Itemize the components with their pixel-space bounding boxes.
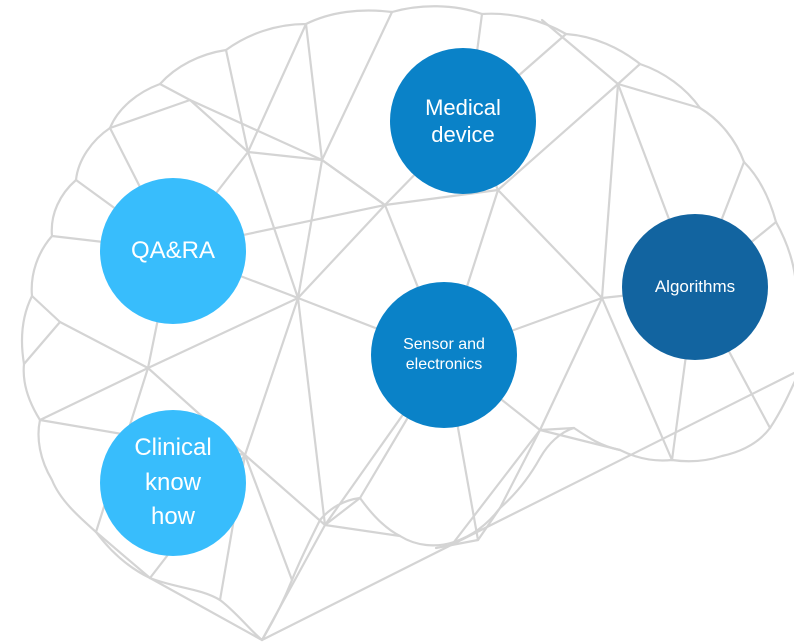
node-qa-ra: QA&RA (100, 178, 246, 324)
node-label-algorithms: Algorithms (654, 277, 736, 297)
node-medical-device: Medical device (390, 48, 536, 194)
node-label-clinical-know-how: Clinical know how (134, 433, 212, 531)
node-clinical-know-how: Clinical know how (100, 410, 246, 556)
node-sensor-electronics: Sensor and electronics (371, 282, 517, 428)
node-algorithms: Algorithms (622, 214, 768, 360)
node-label-medical-device: Medical device (425, 94, 501, 148)
node-label-sensor-electronics: Sensor and electronics (403, 336, 485, 373)
node-label-qa-ra: QA&RA (130, 237, 216, 264)
